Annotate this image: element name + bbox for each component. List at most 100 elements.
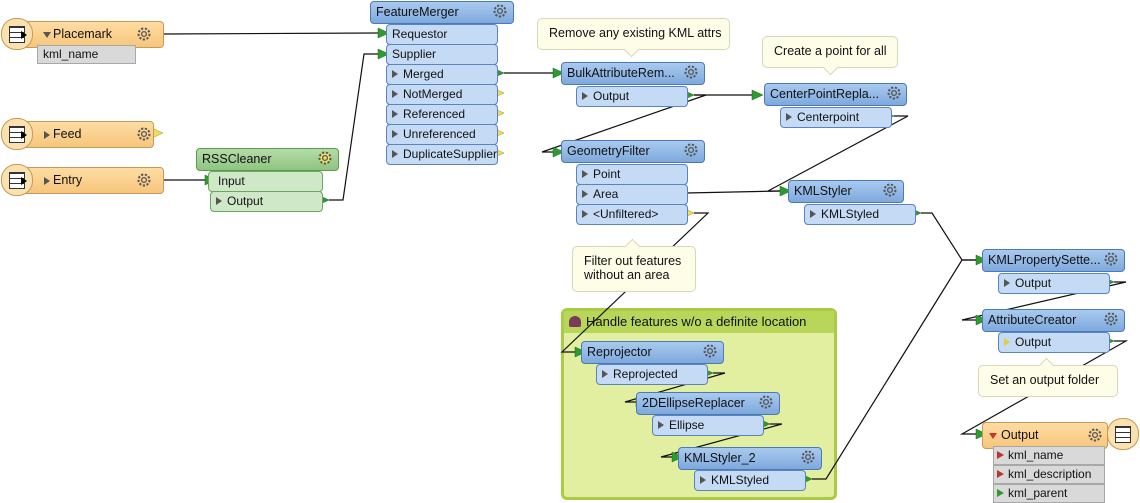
gear-icon[interactable] xyxy=(1103,311,1119,327)
port-unfiltered[interactable]: <Unfiltered> xyxy=(576,204,688,225)
feed-reader-icon[interactable] xyxy=(1,118,33,150)
port-point[interactable]: Point xyxy=(576,164,688,185)
annotation-text: Filter out features without an area xyxy=(584,254,682,282)
port-arrow-icon xyxy=(1004,338,1010,346)
port-input[interactable]: Input xyxy=(208,171,323,192)
port-label: Output xyxy=(1015,276,1052,290)
expand-caret-icon[interactable] xyxy=(44,177,50,185)
port-label: Output xyxy=(1015,335,1052,349)
annotation-remove-attrs[interactable]: Remove any existing KML attrs xyxy=(537,18,730,58)
attribute-kml-description[interactable]: kml_description xyxy=(993,465,1105,484)
port-label: Referenced xyxy=(403,107,466,121)
port-centerpoint[interactable]: Centerpoint xyxy=(780,107,892,128)
port-output[interactable]: Output xyxy=(998,332,1110,353)
port-referenced[interactable]: Referenced xyxy=(386,104,498,125)
expand-caret-icon[interactable] xyxy=(44,131,50,139)
wire-kmlstyled-kmlproperty xyxy=(921,212,976,261)
bulkattributeremover-transformer[interactable]: BulkAttributeRem... xyxy=(561,62,705,85)
port-output[interactable]: Output xyxy=(210,191,323,212)
port-output[interactable]: Output xyxy=(576,86,688,107)
rsscleaner-transformer[interactable]: RSSCleaner xyxy=(196,148,339,171)
gear-icon[interactable] xyxy=(136,26,152,42)
port-arrow-icon xyxy=(582,92,588,100)
port-label: Ellipse xyxy=(669,418,705,432)
transformer-title: RSSCleaner xyxy=(202,152,272,166)
port-arrow-icon xyxy=(810,210,816,218)
port-label: Point xyxy=(593,167,621,181)
attribute-label: kml_description xyxy=(1008,467,1092,481)
port-duplicatesupplier[interactable]: DuplicateSupplier xyxy=(386,144,498,165)
port-arrow-icon xyxy=(216,197,222,205)
2dellipsereplacer-transformer[interactable]: 2DEllipseReplacer xyxy=(636,392,780,415)
gear-icon[interactable] xyxy=(492,3,508,19)
annotation-create-point[interactable]: Create a point for all xyxy=(762,36,898,76)
port-arrow-icon xyxy=(582,170,588,178)
placemark-reader[interactable]: Placemark xyxy=(16,21,164,48)
attribute-kml-parent[interactable]: kml_parent xyxy=(993,484,1105,503)
featuremerger-transformer[interactable]: FeatureMerger xyxy=(370,1,514,24)
transformer-title: Reprojector xyxy=(587,345,652,359)
port-kmlstyled[interactable]: KMLStyled xyxy=(804,204,916,225)
port-label: <Unfiltered> xyxy=(593,207,659,221)
centerpointreplacer-transformer[interactable]: CenterPointRepla... xyxy=(764,83,907,106)
kmlstyler-transformer[interactable]: KMLStyler xyxy=(788,180,904,203)
port-arrow-icon xyxy=(392,130,398,138)
port-reprojected[interactable]: Reprojected xyxy=(596,364,708,385)
port-label: Output xyxy=(227,194,264,208)
port-label: Reprojected xyxy=(613,367,678,381)
port-label: Unreferenced xyxy=(403,127,476,141)
annotation-output-folder[interactable]: Set an output folder xyxy=(978,357,1118,397)
port-label: Requestor xyxy=(392,27,448,41)
expand-caret-icon[interactable] xyxy=(43,32,51,38)
gear-icon[interactable] xyxy=(683,142,699,158)
port-merged[interactable]: Merged xyxy=(386,64,498,85)
gear-icon[interactable] xyxy=(800,449,816,465)
gear-icon[interactable] xyxy=(882,182,898,198)
port-label: Centerpoint xyxy=(797,110,860,124)
feed-reader[interactable]: Feed xyxy=(16,121,154,148)
port-output[interactable]: Output xyxy=(998,273,1110,294)
attributecreator-transformer[interactable]: AttributeCreator xyxy=(982,309,1125,332)
annotation-filter-area[interactable]: Filter out features without an area xyxy=(572,238,696,292)
entry-label: Entry xyxy=(53,173,83,187)
port-label: Output xyxy=(593,89,630,103)
wire-placemark-requestor xyxy=(162,32,379,35)
gear-icon[interactable] xyxy=(317,150,333,166)
port-notmerged[interactable]: NotMerged xyxy=(386,84,498,105)
kmlstyler2-transformer[interactable]: KMLStyler_2 xyxy=(678,447,822,470)
port-arrow-icon xyxy=(1004,279,1010,287)
gear-icon[interactable] xyxy=(136,172,152,188)
gear-icon[interactable] xyxy=(758,394,774,410)
annotation-text: Remove any existing KML attrs xyxy=(549,26,722,40)
collapse-caret-icon[interactable] xyxy=(989,433,997,439)
output-writer[interactable]: Output xyxy=(982,422,1108,449)
port-arrow-icon xyxy=(392,110,398,118)
port-supplier[interactable]: Supplier xyxy=(386,44,498,65)
placemark-reader-icon[interactable] xyxy=(1,18,33,50)
port-requestor[interactable]: Requestor xyxy=(386,24,498,45)
port-label: Area xyxy=(593,187,619,201)
entry-reader[interactable]: Entry xyxy=(16,167,164,194)
gear-icon[interactable] xyxy=(683,64,699,80)
gear-icon[interactable] xyxy=(702,343,718,359)
transformer-title: FeatureMerger xyxy=(376,5,459,19)
port-label: KMLStyled xyxy=(821,207,880,221)
gear-icon[interactable] xyxy=(136,126,152,142)
gear-icon[interactable] xyxy=(886,85,902,101)
transformer-title: KMLPropertySette... xyxy=(988,253,1101,267)
output-writer-icon[interactable] xyxy=(1107,418,1139,450)
geometryfilter-transformer[interactable]: GeometryFilter xyxy=(561,140,705,163)
port-kmlstyled[interactable]: KMLStyled xyxy=(694,470,806,491)
attribute-kml-name[interactable]: kml_name xyxy=(993,446,1105,465)
entry-reader-icon[interactable] xyxy=(1,164,33,196)
reprojector-transformer[interactable]: Reprojector xyxy=(581,341,724,364)
port-arrow-icon xyxy=(582,190,588,198)
attribute-kml-name[interactable]: kml_name xyxy=(37,45,136,64)
port-area[interactable]: Area xyxy=(576,184,688,205)
port-unreferenced[interactable]: Unreferenced xyxy=(386,124,498,145)
gear-icon[interactable] xyxy=(1087,427,1103,443)
attribute-label: kml_name xyxy=(1008,448,1064,462)
port-ellipse[interactable]: Ellipse xyxy=(652,415,764,436)
kmlpropertysetter-transformer[interactable]: KMLPropertySette... xyxy=(982,249,1125,272)
gear-icon[interactable] xyxy=(1103,251,1119,267)
